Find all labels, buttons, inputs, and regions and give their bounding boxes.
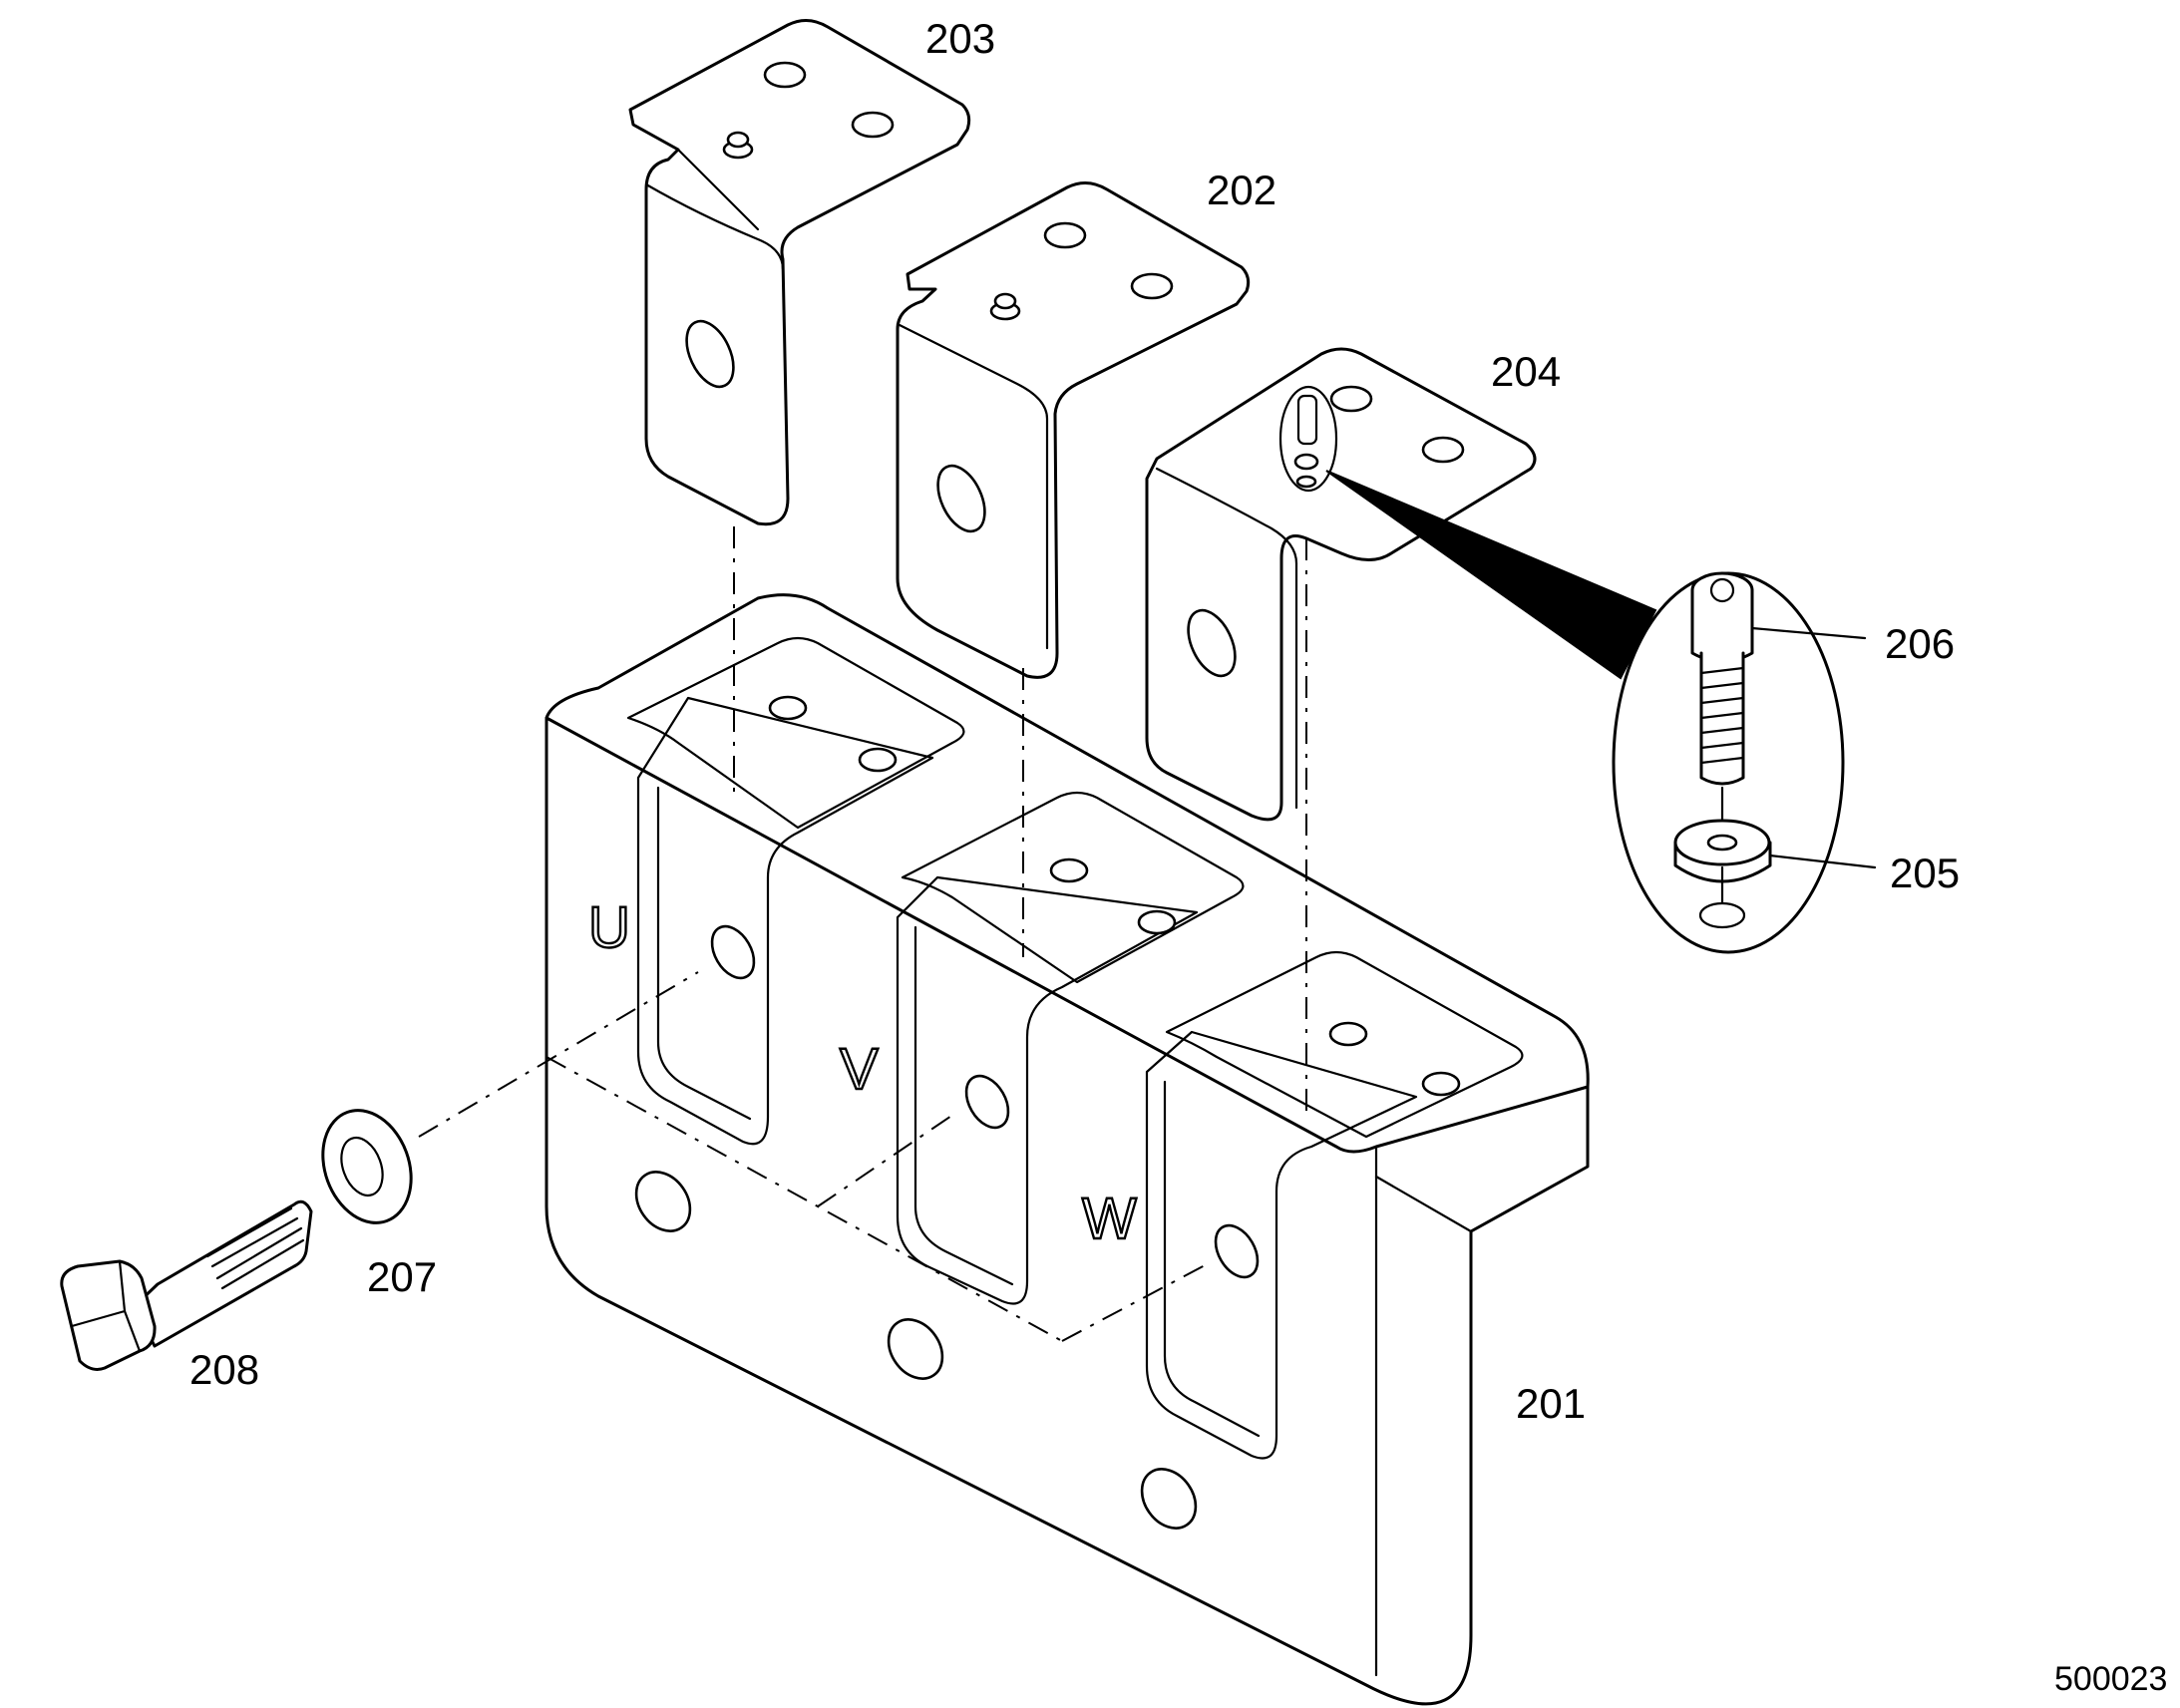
assembly-centerlines — [418, 526, 1307, 1342]
callout-201: 201 — [1516, 1380, 1586, 1427]
callout-204: 204 — [1491, 348, 1561, 395]
cap-screw-206 — [1690, 571, 1754, 830]
leader-lines — [1750, 626, 1877, 869]
screw-head-icon — [722, 131, 754, 160]
bracket-204 — [1145, 347, 1537, 822]
callout-202: 202 — [1207, 167, 1276, 213]
callout-207: 207 — [367, 1253, 437, 1300]
callout-203: 203 — [925, 15, 995, 62]
bracket-203 — [628, 19, 971, 526]
callout-208: 208 — [189, 1346, 259, 1393]
bracket-202 — [896, 181, 1251, 679]
washer-205 — [1673, 819, 1772, 904]
callout-206: 206 — [1885, 620, 1955, 667]
document-number: 500023 — [2054, 1660, 2167, 1698]
terminal-block-201: U V W — [545, 593, 1590, 1706]
hex-bolt-208 — [60, 1199, 313, 1371]
screw-head-icon — [989, 292, 1021, 321]
washer-207 — [321, 1109, 413, 1224]
callout-205: 205 — [1890, 850, 1960, 896]
phase-label-u: U — [588, 895, 630, 960]
phase-label-v: V — [840, 1037, 879, 1102]
phase-label-w: W — [1082, 1187, 1137, 1251]
